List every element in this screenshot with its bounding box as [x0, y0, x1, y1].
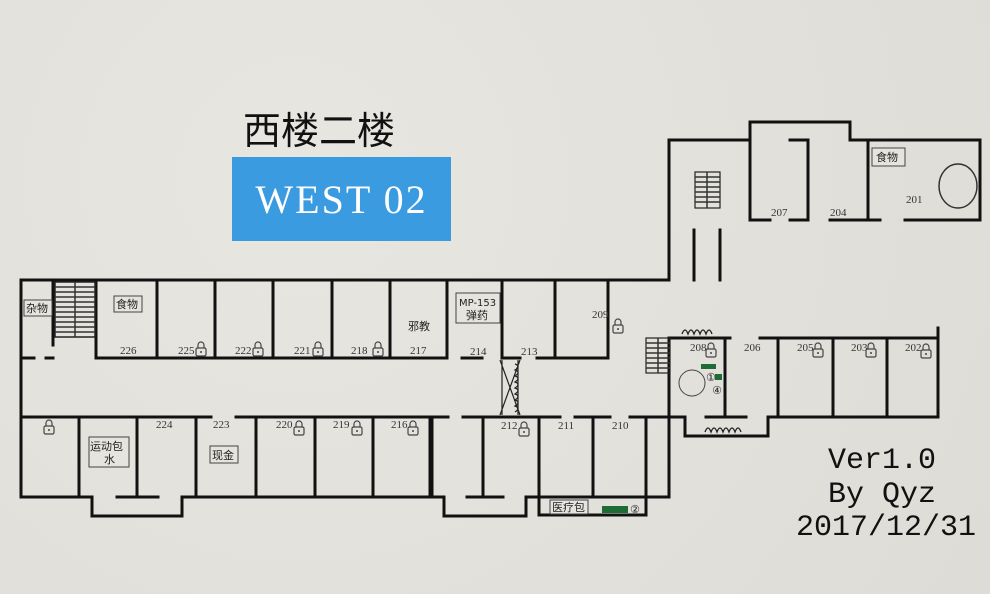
lock-icon	[705, 342, 717, 358]
lock-icon	[612, 318, 624, 334]
lock-icon	[252, 341, 264, 357]
room-214: 214	[470, 346, 487, 358]
item-cash[interactable]: 现金	[209, 445, 239, 464]
room-209: 209	[592, 309, 609, 321]
marker-1: ①	[706, 371, 716, 384]
room-204: 204	[830, 207, 847, 219]
marker-4: ④	[712, 384, 722, 397]
round-object-208	[678, 369, 706, 397]
lock-icon	[43, 419, 55, 435]
room-220: 220	[276, 419, 293, 431]
lock-icon	[372, 341, 384, 357]
lock-icon	[518, 421, 530, 437]
svg-text:弹药: 弹药	[466, 308, 488, 322]
stairs-north	[694, 171, 721, 209]
svg-text:杂物: 杂物	[26, 301, 48, 315]
lock-icon	[920, 343, 932, 359]
room-222: 222	[235, 345, 252, 357]
marker-2: ②	[630, 503, 640, 516]
room-210: 210	[612, 420, 629, 432]
room-213: 213	[521, 346, 538, 358]
barbed-wire-bottom	[704, 427, 742, 434]
lock-icon	[351, 420, 363, 436]
room-216: 216	[391, 419, 408, 431]
room-217: 217	[410, 345, 427, 357]
svg-text:运动包: 运动包	[90, 440, 123, 453]
map-title: 西楼二楼	[243, 109, 396, 153]
room-212: 212	[501, 420, 518, 432]
room-207: 207	[771, 207, 788, 219]
room-201: 201	[906, 194, 923, 206]
walls	[19, 120, 982, 518]
room-226: 226	[120, 345, 137, 357]
stairs-east	[645, 337, 671, 374]
item-food-north[interactable]: 食物	[871, 147, 906, 167]
svg-text:水: 水	[104, 453, 115, 466]
room-208: 208	[690, 342, 707, 354]
room-223: 223	[213, 419, 230, 431]
lock-icon	[293, 420, 305, 436]
lock-icon	[195, 341, 207, 357]
svg-text:食物: 食物	[876, 150, 898, 164]
marker-bar-4	[715, 374, 722, 380]
room-221: 221	[294, 345, 311, 357]
room-218: 218	[351, 345, 368, 357]
round-object-201	[938, 163, 978, 209]
lock-icon	[812, 342, 824, 358]
room-224: 224	[156, 419, 173, 431]
item-cult[interactable]: 邪教	[408, 320, 430, 333]
author-text: By Qyz	[828, 478, 937, 512]
item-misc[interactable]: 杂物	[23, 299, 53, 317]
lock-icon	[312, 341, 324, 357]
svg-text:现金: 现金	[212, 448, 234, 462]
lock-icon	[865, 342, 877, 358]
room-203: 203	[851, 342, 868, 354]
item-food-west[interactable]: 食物	[113, 295, 143, 313]
item-medkit[interactable]: 医疗包	[549, 499, 589, 515]
barricade-wire	[499, 359, 521, 416]
svg-text:MP-153: MP-153	[459, 298, 496, 309]
stairs-west	[54, 281, 96, 338]
date-text: 2017/12/31	[796, 511, 977, 545]
room-225: 225	[178, 345, 195, 357]
svg-text:医疗包: 医疗包	[552, 500, 585, 514]
room-219: 219	[333, 419, 350, 431]
floor-badge: WEST 02	[232, 157, 451, 241]
room-202: 202	[905, 342, 922, 354]
lock-icon	[407, 420, 419, 436]
room-205: 205	[797, 342, 814, 354]
room-206: 206	[744, 342, 761, 354]
marker-bar-2	[602, 506, 628, 513]
svg-text:食物: 食物	[116, 297, 138, 311]
version-text: Ver1.0	[828, 444, 937, 478]
room-211: 211	[558, 420, 574, 432]
room-numbers: 226 225 222 221 218 217 214 213 209 224 …	[120, 194, 923, 432]
marker-bar-1	[701, 364, 716, 369]
barbed-wire-top	[681, 329, 713, 336]
